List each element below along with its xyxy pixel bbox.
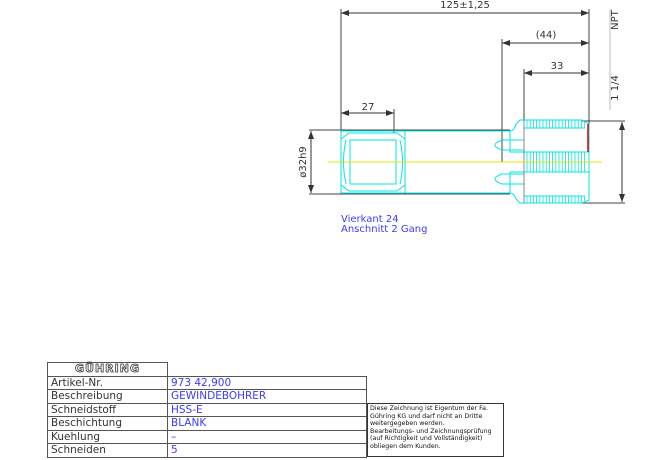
row-label: Kuehlung: [47, 429, 168, 444]
title-block: GÜHRING Artikel-Nr.973 42,900 Beschreibu…: [47, 362, 367, 458]
row-label: Schneidstoff: [47, 402, 168, 417]
disclaimer-line: Gühring KG und darf nicht an Dritte: [370, 412, 483, 420]
dim-thread-length: 33: [551, 61, 564, 72]
dimension-lines: [308, 10, 625, 202]
table-row: Artikel-Nr.973 42,900: [47, 375, 367, 390]
row-value: –: [167, 429, 367, 444]
row-label: Beschichtung: [47, 416, 168, 431]
row-label: Schneiden: [47, 443, 168, 458]
row-label: Artikel-Nr.: [47, 375, 168, 390]
row-value: BLANK: [167, 416, 367, 431]
disclaimer-line: obliegen dem Kunden.: [370, 442, 441, 450]
extension-lines: [309, 9, 625, 204]
note-chamfer: Anschnitt 2 Gang: [341, 224, 427, 235]
disclaimer-line: weitergegeben werden.: [370, 420, 445, 428]
disclaimer-line: Diese Zeichnung ist Eigentum der Fa.: [370, 405, 489, 412]
dim-thread-type: NPT: [610, 9, 621, 30]
row-value: HSS-E: [167, 402, 367, 417]
disclaimer-line: (auf Richtigkeit und Vollständigkeit): [370, 435, 483, 443]
dim-shank-diameter: ø32h9: [298, 146, 309, 178]
dim-square-length: 27: [362, 102, 375, 113]
dim-thread-size: 1 1/4: [610, 75, 621, 101]
row-label: Beschreibung: [47, 389, 168, 404]
disclaimer-box: Diese Zeichnung ist Eigentum der Fa. Güh…: [367, 403, 504, 457]
row-value: GEWINDEBOHRER: [167, 389, 367, 404]
row-value: 973 42,900: [167, 375, 367, 390]
disclaimer-line: Bearbeitungs- und Zeichnungsprüfung: [370, 427, 492, 435]
row-value: 5: [167, 443, 367, 458]
dim-neck-length: (44): [536, 30, 557, 41]
guhring-logo: GÜHRING: [47, 362, 168, 377]
dim-overall-length: 125±1,25: [440, 0, 490, 11]
thread-teeth: [526, 120, 585, 203]
note-square: Vierkant 24: [341, 214, 399, 225]
table-row: Kuehlung–: [47, 429, 367, 444]
